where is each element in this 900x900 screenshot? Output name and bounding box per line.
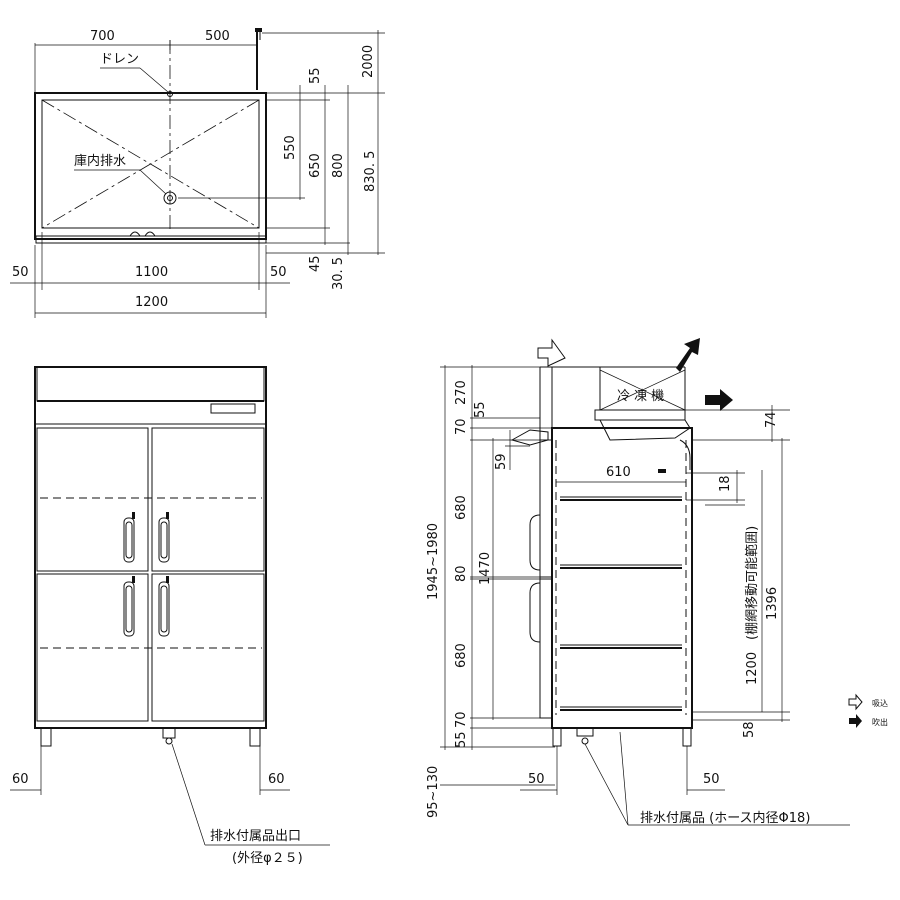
front-control-panel[interactable] <box>210 403 256 414</box>
top-view-base <box>35 235 267 244</box>
dim-1200: 1200 <box>745 652 760 685</box>
top-view-hinge <box>129 231 156 237</box>
dim-700: 700 <box>90 29 115 44</box>
dim-1200: 1200 <box>135 295 168 310</box>
dim-50-right: 50 <box>270 265 287 280</box>
dim-60-right: 60 <box>268 772 285 787</box>
dim-800: 800 <box>331 153 346 178</box>
legend-exhaust-icon <box>849 714 862 728</box>
inner-drain-inner <box>167 195 173 201</box>
dim-610: 610 <box>606 465 631 480</box>
front-body <box>34 366 267 729</box>
handle-upper-right[interactable] <box>158 517 170 563</box>
dim-1100: 1100 <box>135 265 168 280</box>
side-view: 冷 凍 機 <box>426 338 850 826</box>
dim-45: 45 <box>308 255 323 272</box>
top-view: 700 500 ドレン 庫内排水 55 550 650 800 830. 5 2… <box>10 28 385 318</box>
inner-drain-label: 庫内排水 <box>74 153 126 169</box>
dim-1470: 1470 <box>478 552 493 585</box>
dim-70-bottom: 70 <box>454 711 469 728</box>
dim-60-left: 60 <box>12 772 29 787</box>
dim-59: 59 <box>494 453 509 470</box>
dim-270: 270 <box>454 380 469 405</box>
drain-label: ドレン <box>100 52 139 67</box>
dim-680-bottom: 680 <box>454 643 469 668</box>
dim-18: 18 <box>718 475 733 492</box>
inner-drain-outer <box>163 191 177 205</box>
shelf-range-label: (棚網移動可能範囲) <box>745 526 760 640</box>
legend-intake-label: 吸込 <box>872 699 888 708</box>
dim-58: 58 <box>742 721 757 738</box>
exhaust-arrow-right <box>705 389 733 411</box>
dim-50-left-side: 50 <box>528 772 545 787</box>
dim-550: 550 <box>283 135 298 160</box>
outlet-label: 排水付属品出口 <box>210 829 301 844</box>
dim-74: 74 <box>764 411 779 428</box>
legend: 吸込 吹出 <box>848 693 888 728</box>
dim-2000: 2000 <box>361 45 376 78</box>
refrigerator-label: 冷 凍 機 <box>617 388 664 404</box>
dim-30-5: 30. 5 <box>331 257 346 290</box>
hose-label: 排水付属品 (ホース内径Φ18) <box>640 810 810 826</box>
dim-1396: 1396 <box>765 587 780 620</box>
handle-lower-left[interactable] <box>123 581 135 637</box>
dim-830-5: 830. 5 <box>363 151 378 192</box>
dim-680-top: 680 <box>454 495 469 520</box>
handle-lower-right[interactable] <box>158 581 170 637</box>
door-upper-right[interactable] <box>151 427 265 572</box>
top-view-inner <box>41 99 260 229</box>
dim-70-top: 70 <box>454 418 469 435</box>
dim-80: 80 <box>454 565 469 582</box>
dim-50-right-side: 50 <box>703 772 720 787</box>
dim-55-top: 55 <box>473 401 488 418</box>
top-view-body <box>34 92 267 240</box>
dim-55: 55 <box>308 67 323 84</box>
intake-arrow <box>537 338 566 367</box>
dim-95-130: 95~130 <box>426 766 441 818</box>
legend-exhaust-label: 吹出 <box>872 717 888 727</box>
door-upper-left[interactable] <box>36 427 149 572</box>
drain-point <box>167 91 173 97</box>
exhaust-arrow-up <box>676 338 700 372</box>
dim-1945-1980: 1945~1980 <box>426 523 441 600</box>
dim-500: 500 <box>205 29 230 44</box>
legend-intake-icon <box>848 693 863 711</box>
handle-upper-left[interactable] <box>123 517 135 563</box>
front-view: 60 60 排水付属品出口 (外径φ２５) <box>10 366 330 866</box>
dim-50-left: 50 <box>12 265 29 280</box>
dim-55-bottom: 55 <box>454 731 469 748</box>
dim-650: 650 <box>308 153 323 178</box>
outlet-dia: (外径φ２５) <box>232 851 303 866</box>
